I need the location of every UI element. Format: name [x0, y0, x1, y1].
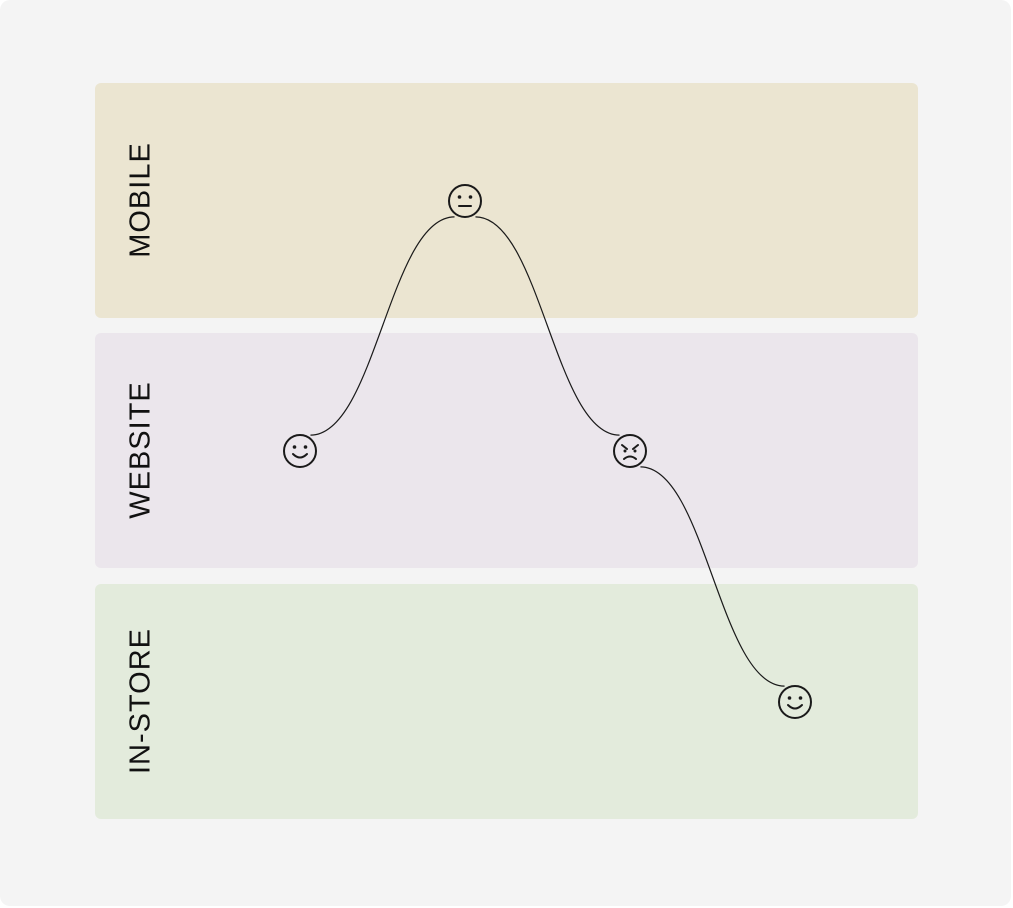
lane-label-mobile: MOBILE	[124, 142, 157, 258]
lane-in-store: IN-STORE	[95, 584, 918, 819]
lane-label-in-store: IN-STORE	[124, 627, 157, 775]
lane-mobile: MOBILE	[95, 83, 918, 318]
lane-label-website: WEBSITE	[124, 381, 157, 519]
lane-website: WEBSITE	[95, 333, 918, 568]
